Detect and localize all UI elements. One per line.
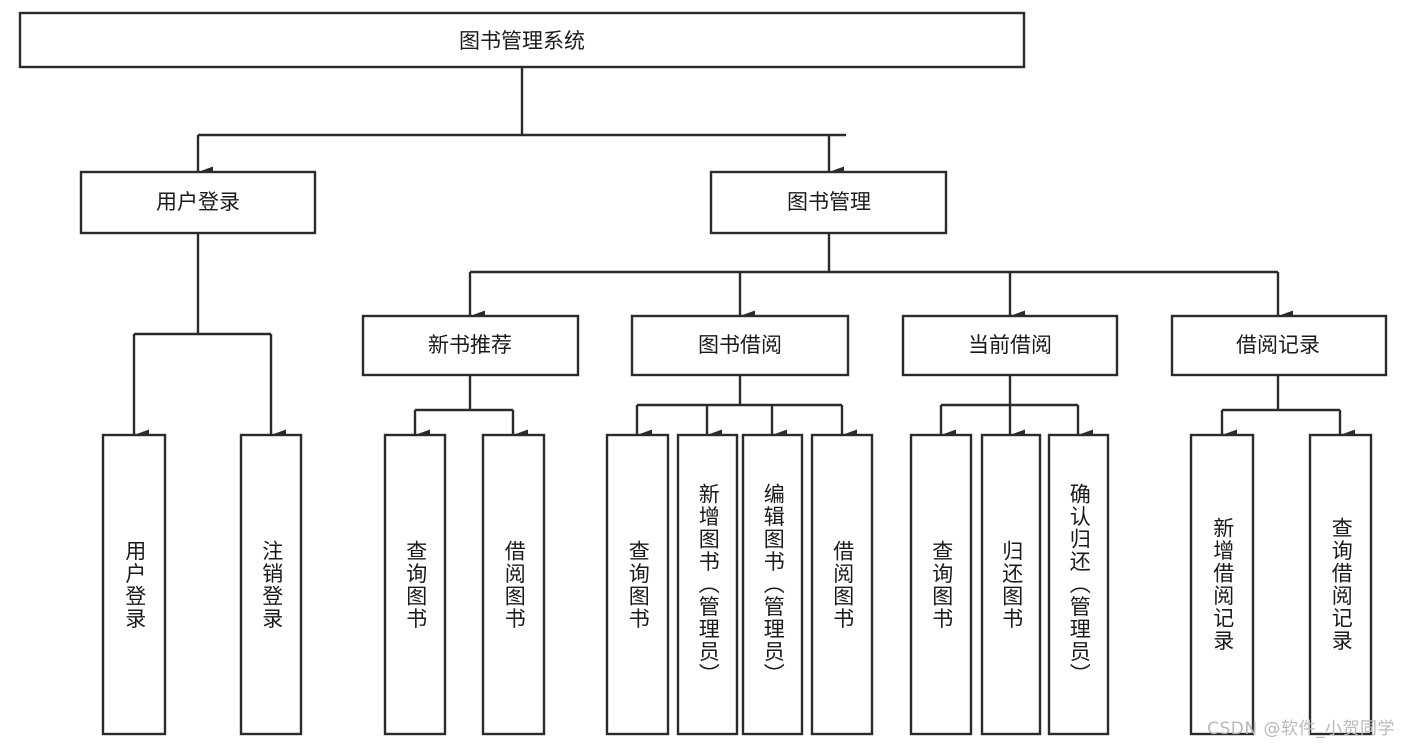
connector-root-to-level2 (196, 67, 846, 178)
leaf-box-logout[interactable] (239, 433, 303, 736)
node-user-login-label: 用户登录 (156, 190, 240, 214)
leaf-box-query-book-3[interactable] (909, 433, 973, 736)
node-current-borrow[interactable]: 当前借阅 (901, 314, 1119, 377)
connector-current-borrow-to-leaves (939, 375, 1093, 441)
leaf-box-query-borrow-record[interactable] (1308, 433, 1373, 736)
node-root[interactable]: 图书管理系统 (18, 11, 1026, 69)
leaf-box-return-book[interactable] (980, 433, 1042, 736)
leaf-box-query-book-1[interactable] (383, 433, 447, 736)
node-book-management[interactable]: 图书管理 (709, 170, 948, 235)
leaf-box-confirm-return-admin[interactable] (1047, 433, 1110, 736)
connector-new-book-rec-to-leaves (413, 375, 528, 441)
csdn-watermark: CSDN @软件_小贺同学 (1207, 719, 1395, 739)
connector-borrow-record-to-leaves (1220, 375, 1355, 441)
node-root-label: 图书管理系统 (459, 29, 585, 53)
node-user-login[interactable]: 用户登录 (79, 170, 317, 235)
node-new-book-recommend[interactable]: 新书推荐 (361, 314, 580, 377)
leaf-box-borrow-book-2[interactable] (810, 433, 874, 736)
connector-book-mgmt-to-level3 (468, 233, 1293, 322)
leaf-box-edit-book-admin[interactable] (741, 433, 804, 736)
leaf-box-add-book-admin[interactable] (676, 433, 739, 736)
node-new-book-recommend-label: 新书推荐 (428, 333, 512, 357)
node-borrow-record-label: 借阅记录 (1236, 333, 1320, 357)
node-book-management-label: 图书管理 (787, 190, 871, 214)
leaf-box-query-book-2[interactable] (605, 433, 670, 736)
leaf-boxes (101, 433, 1373, 736)
node-borrow-record[interactable]: 借阅记录 (1170, 314, 1388, 377)
connector-book-borrow-to-leaves (635, 375, 857, 441)
node-current-borrow-label: 当前借阅 (968, 333, 1052, 357)
node-book-borrow-label: 图书借阅 (698, 333, 782, 357)
leaf-box-borrow-book-1[interactable] (481, 433, 546, 736)
connector-user-login-to-leaves (132, 233, 286, 441)
leaf-box-user-login[interactable] (101, 433, 167, 736)
node-book-borrow[interactable]: 图书借阅 (630, 314, 850, 377)
leaf-box-add-borrow-record[interactable] (1189, 433, 1255, 736)
